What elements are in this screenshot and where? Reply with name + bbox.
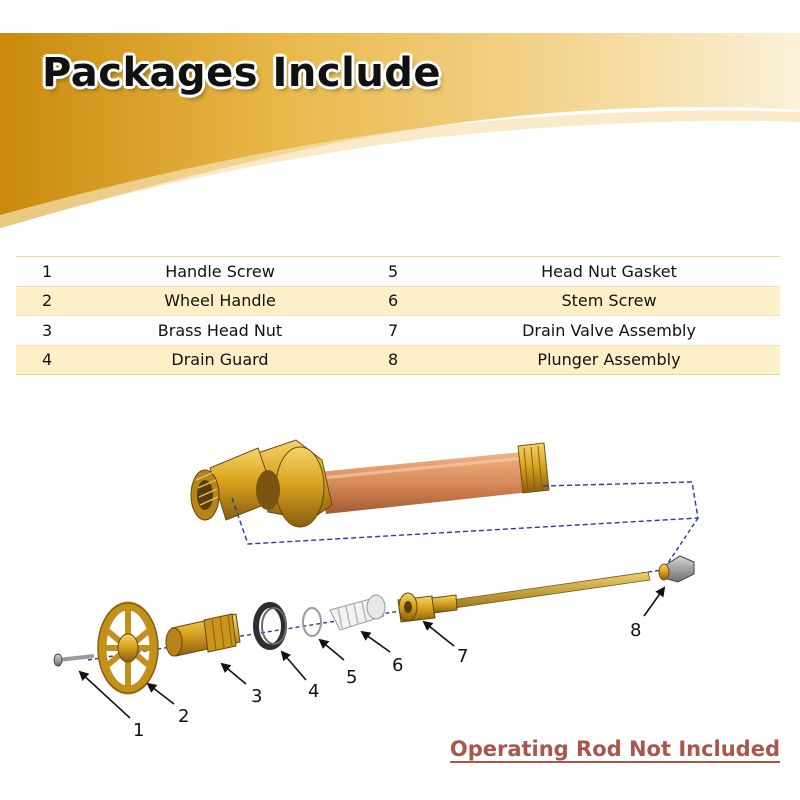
stem-screw [329, 594, 386, 631]
wheel-handle [97, 601, 159, 695]
header-banner [0, 0, 800, 228]
part-name: Handle Screw [165, 261, 275, 281]
part-number: 8 [370, 344, 438, 375]
part-name: Drain Valve Assembly [438, 315, 780, 345]
part-number: 7 [370, 315, 438, 345]
faucet-body [190, 439, 550, 528]
parts-table: 1 Handle Screw 5 Head Nut Gasket 2 Wheel… [16, 256, 780, 375]
callout-arrow-6 [360, 630, 391, 653]
callout-arrow-2 [146, 682, 175, 705]
callout-label: 3 [251, 686, 262, 707]
part-number: 2 [16, 285, 70, 316]
part-name: Stem Screw [438, 285, 780, 316]
plunger-rod [451, 571, 651, 609]
footnote-operating-rod: Operating Rod Not Included [449, 737, 780, 763]
plunger-assembly [658, 555, 695, 583]
callout-label: 4 [308, 681, 319, 702]
table-row: 3 Brass Head Nut 7 Drain Valve Assembly [16, 315, 780, 345]
table-row: 1 Handle Screw 5 Head Nut Gasket [16, 257, 780, 287]
part-name: Head Nut Gasket [541, 261, 677, 281]
callout-label: 6 [392, 655, 403, 676]
table-row: 4 Drain Guard 8 Plunger Assembly [16, 344, 780, 375]
head-nut-gasket [302, 607, 322, 637]
part-name: Drain Guard [70, 344, 370, 375]
part-name: Plunger Assembly [438, 344, 780, 375]
callout-arrow-8 [643, 586, 666, 617]
callout-arrow-1 [78, 670, 131, 719]
part-number: 4 [16, 344, 70, 375]
exploded-view-diagram: 1 2 3 4 5 6 7 8 [53, 439, 699, 741]
callout-label: 8 [630, 620, 641, 641]
callout-arrow-5 [318, 638, 345, 661]
callout-arrow-3 [220, 662, 247, 685]
drain-guard [253, 602, 287, 650]
callout-arrow-4 [280, 650, 307, 681]
part-number: 3 [16, 315, 70, 345]
handle-screw [53, 653, 95, 667]
part-number: 1 [42, 261, 53, 281]
drain-valve-assembly [397, 592, 458, 623]
callout-label: 2 [178, 706, 189, 727]
callout-arrow-7 [422, 620, 455, 647]
table-row: 2 Wheel Handle 6 Stem Screw [16, 285, 780, 316]
assembly-axis-line [87, 517, 699, 661]
callout-label: 1 [133, 720, 144, 741]
callout-label: 7 [457, 646, 468, 667]
part-name: Wheel Handle [70, 285, 370, 316]
brass-head-nut [165, 613, 241, 657]
part-number: 5 [388, 261, 399, 281]
callout-label: 5 [346, 667, 357, 688]
part-number: 6 [370, 285, 438, 316]
page-title: Packages Include [42, 50, 442, 96]
part-name: Brass Head Nut [70, 315, 370, 345]
